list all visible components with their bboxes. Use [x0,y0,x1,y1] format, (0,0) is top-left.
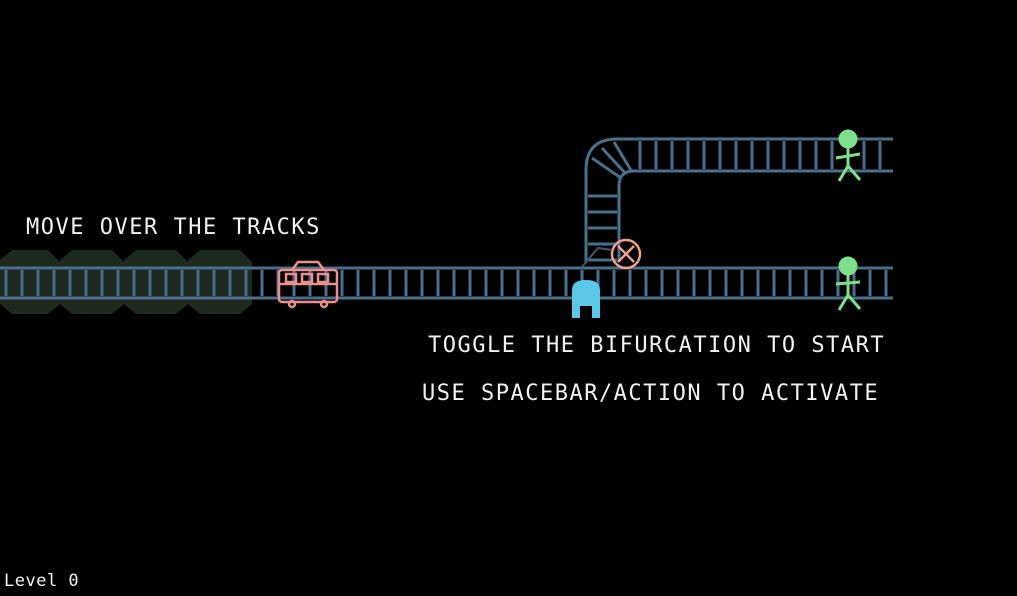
bifurcation-switch-icon[interactable] [610,238,642,270]
person-lower-track [835,256,862,311]
hint-spacebar-action: USE SPACEBAR/ACTION TO ACTIVATE [422,381,880,406]
trolley-icon [277,260,339,309]
person-upper-track [835,129,862,182]
level-indicator: Level 0 [4,571,80,591]
hint-toggle-bifurcation: TOGGLE THE BIFURCATION TO START [428,333,886,358]
hint-move-over-tracks: MOVE OVER THE TRACKS [26,215,321,240]
main-track [0,266,893,300]
player-character[interactable] [572,280,600,318]
switch-lever [580,246,613,269]
